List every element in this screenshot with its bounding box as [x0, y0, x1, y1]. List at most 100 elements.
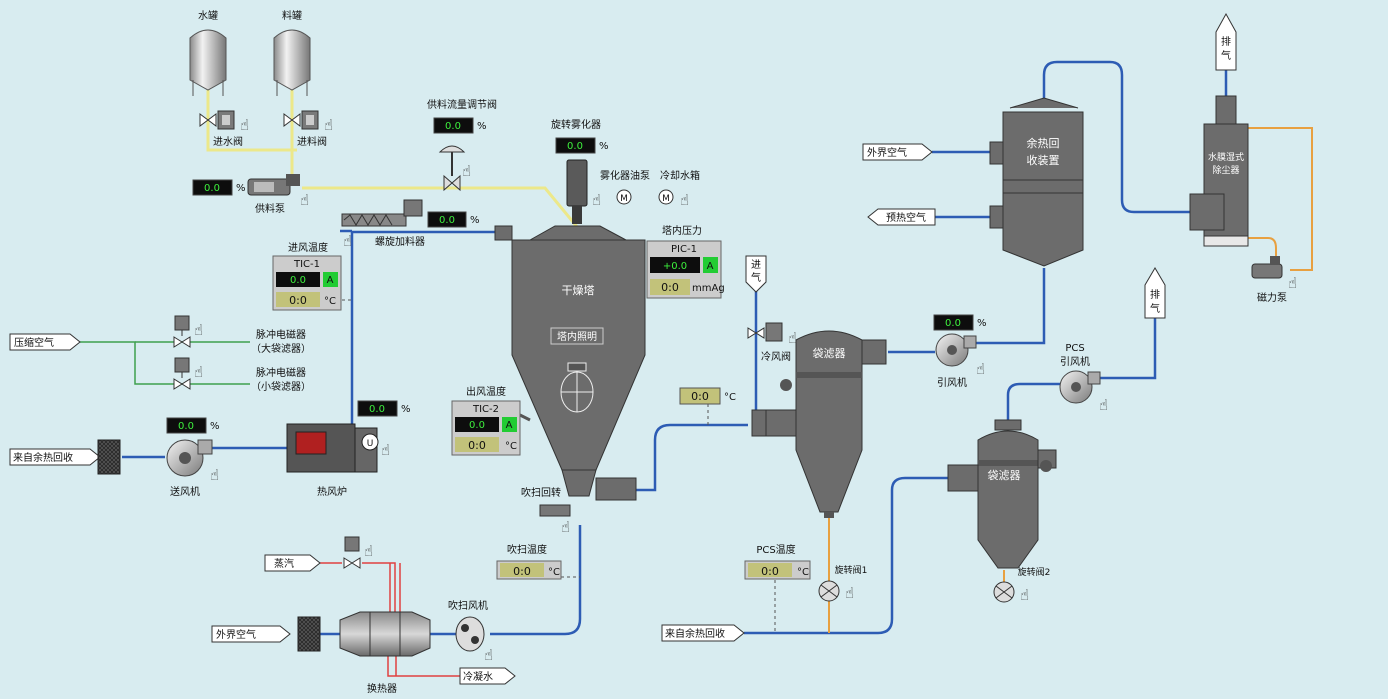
tic1-mode[interactable]: A — [327, 275, 334, 286]
pic1-title: 塔内压力 — [662, 224, 702, 237]
purge-fan[interactable]: 吹扫风机 ☝ — [448, 599, 493, 664]
water-inlet-valve[interactable]: ☝ 进水阀 — [199, 110, 249, 148]
rotary-atomizer-label: 旋转雾化器 — [551, 118, 601, 131]
screw-feeder[interactable]: ☝ 螺旋加料器 — [341, 199, 425, 250]
pulse-valve-small[interactable]: ☝ 脉冲电磁器 （小袋滤器） — [173, 357, 311, 393]
pulse-large-l2: （大袋滤器） — [251, 342, 311, 355]
induced-fan[interactable]: ☝ 引风机 — [935, 333, 985, 389]
pulse-large-l1: 脉冲电磁器 — [256, 328, 306, 341]
feed-flow-valve[interactable]: 供料流量调节阀 0.0 % ☝ — [427, 98, 497, 192]
product-lines — [828, 127, 1313, 633]
material-tank[interactable]: 料罐 — [273, 9, 311, 96]
bag-filter-2[interactable]: 袋滤器 — [947, 419, 1057, 569]
tic1-sp: 0.0 — [290, 275, 306, 286]
lamp-icon — [560, 362, 594, 413]
bag-filter-1[interactable]: 袋滤器 — [751, 330, 887, 518]
from-heat-recovery-port-1: 来自余热回收 — [9, 448, 101, 466]
feed-pump[interactable]: ☝ 供料泵 — [247, 174, 309, 215]
heat-recovery-unit[interactable]: 余热回 收装置 — [989, 97, 1084, 267]
magnetic-pump[interactable]: ☝ 磁力泵 — [1251, 256, 1297, 304]
rotary-valve-2-label: 旋转阀2 — [1018, 566, 1051, 578]
feed-pump-value: 0.0 — [204, 183, 220, 194]
pulse-valve-large[interactable]: ☝ 脉冲电磁器 （大袋滤器） — [173, 315, 311, 355]
air-filter — [97, 439, 121, 475]
hand-icon: ☝ — [240, 116, 249, 134]
purge-rotate[interactable]: 吹扫回转 ☝ — [521, 486, 571, 536]
hand-icon: ☝ — [324, 116, 333, 134]
air-lines — [122, 60, 1228, 636]
material-inlet-valve[interactable]: ☝ 进料阀 — [283, 110, 333, 148]
inlet-label-b: 气 — [751, 271, 761, 284]
hand-icon: ☝ — [484, 646, 493, 664]
water-inlet-valve-label: 进水阀 — [213, 135, 243, 148]
hot-air-furnace-display: 0.0 % — [357, 400, 411, 417]
outside-air-port-2: 外界空气 — [862, 143, 933, 161]
instrument-dashes — [342, 299, 776, 633]
hand-icon: ☝ — [194, 321, 203, 339]
heat-exchanger[interactable]: 换热器 — [339, 611, 431, 695]
hand-icon: ☝ — [381, 441, 390, 459]
rotary-valve-2[interactable]: 旋转阀2 ☝ — [993, 566, 1051, 604]
feed-flow-unit: % — [477, 121, 487, 132]
hand-icon: ☝ — [592, 191, 601, 209]
pic1-controller[interactable]: 塔内压力 PIC-1 +0.0 A 0:0 mmAg — [646, 224, 725, 299]
hand-icon: ☝ — [976, 360, 985, 378]
tower-light-button[interactable]: 塔内照明 — [557, 330, 597, 343]
pic1-tag: PIC-1 — [671, 244, 697, 255]
pic1-mode[interactable]: A — [707, 261, 714, 272]
pcs-fan-label-l2: 引风机 — [1060, 355, 1090, 368]
pcs-temp-value: 0:0 — [761, 565, 779, 578]
heat-recovery-label-l1: 余热回 — [1027, 136, 1060, 150]
tic1-title: 进风温度 — [288, 241, 328, 254]
drying-tower-label: 干燥塔 — [562, 284, 595, 297]
inlet-port: 进 气 — [745, 255, 767, 293]
hand-icon: ☝ — [210, 466, 219, 484]
from-heat-recovery-label-2: 来自余热回收 — [665, 627, 725, 640]
feed-flow-valve-label: 供料流量调节阀 — [427, 98, 497, 111]
dryer-outlet-readout: 0:0 °C — [679, 387, 736, 405]
purge-temp-unit: °C — [548, 567, 560, 578]
motor-symbol: M — [662, 194, 670, 204]
condensate-port: 冷凝水 — [459, 667, 516, 685]
outside-air-label-1: 外界空气 — [216, 628, 256, 641]
hand-icon: ☝ — [364, 542, 373, 560]
pic1-unit: mmAg — [692, 283, 725, 294]
exhaust-port-2: 排 气 — [1144, 267, 1166, 319]
tic2-controller[interactable]: 出风温度 TIC-2 0.0 A 0:0 °C — [451, 385, 521, 456]
steam-valve[interactable]: ☝ — [343, 536, 373, 569]
heat-exchanger-label: 换热器 — [367, 682, 397, 695]
cold-air-valve[interactable]: ☝ 冷风阀 — [747, 322, 797, 363]
tic2-tag: TIC-2 — [472, 404, 499, 415]
hot-air-furnace-label: 热风炉 — [317, 485, 347, 498]
hand-icon: ☝ — [1288, 274, 1297, 292]
steam-port: 蒸汽 — [264, 554, 321, 572]
water-tank[interactable]: 水罐 — [189, 9, 227, 96]
induced-fan-value: 0.0 — [945, 318, 961, 329]
pcs-temp-unit: °C — [797, 567, 809, 578]
hot-furnace-value: 0.0 — [369, 404, 385, 415]
tic2-unit: °C — [505, 441, 517, 452]
pic1-sp: +0.0 — [663, 261, 687, 272]
magnetic-pump-label: 磁力泵 — [1257, 291, 1287, 304]
blower-fan[interactable]: ☝ 送风机 — [166, 439, 219, 498]
from-heat-recovery-label-1: 来自余热回收 — [13, 451, 73, 464]
drying-tower[interactable]: 干燥塔 塔内照明 — [494, 225, 646, 501]
tic1-controller[interactable]: 进风温度 TIC-1 0.0 A 0:0 °C — [272, 241, 342, 311]
cooling-water-tank-label: 冷却水箱 — [660, 169, 700, 182]
exhaust-2-a: 排 — [1150, 288, 1160, 301]
exhaust-port-1: 排 气 — [1215, 12, 1237, 71]
feed-flow-value: 0.0 — [445, 121, 461, 132]
tic2-mode[interactable]: A — [506, 420, 513, 431]
rotary-valve-1[interactable]: 旋转阀1 ☝ — [818, 564, 867, 602]
wet-scrubber[interactable]: 水膜湿式 除尘器 — [1189, 95, 1249, 247]
cooling-water-tank[interactable]: 冷却水箱 M ☝ — [658, 169, 700, 209]
rotary-atomizer[interactable]: 旋转雾化器 0.0 % ☝ — [551, 118, 609, 224]
hot-air-furnace[interactable]: U ☝ 热风炉 — [286, 423, 390, 498]
dryer-outlet-value: 0:0 — [691, 390, 709, 403]
hand-icon: ☝ — [343, 232, 352, 250]
pcs-induced-fan[interactable]: PCS 引风机 ☝ — [1059, 343, 1108, 414]
feed-pump-label: 供料泵 — [255, 202, 285, 215]
atomizer-oil-pump[interactable]: 雾化器油泵 M — [600, 169, 650, 205]
preheat-air-port: 预热空气 — [867, 208, 936, 226]
